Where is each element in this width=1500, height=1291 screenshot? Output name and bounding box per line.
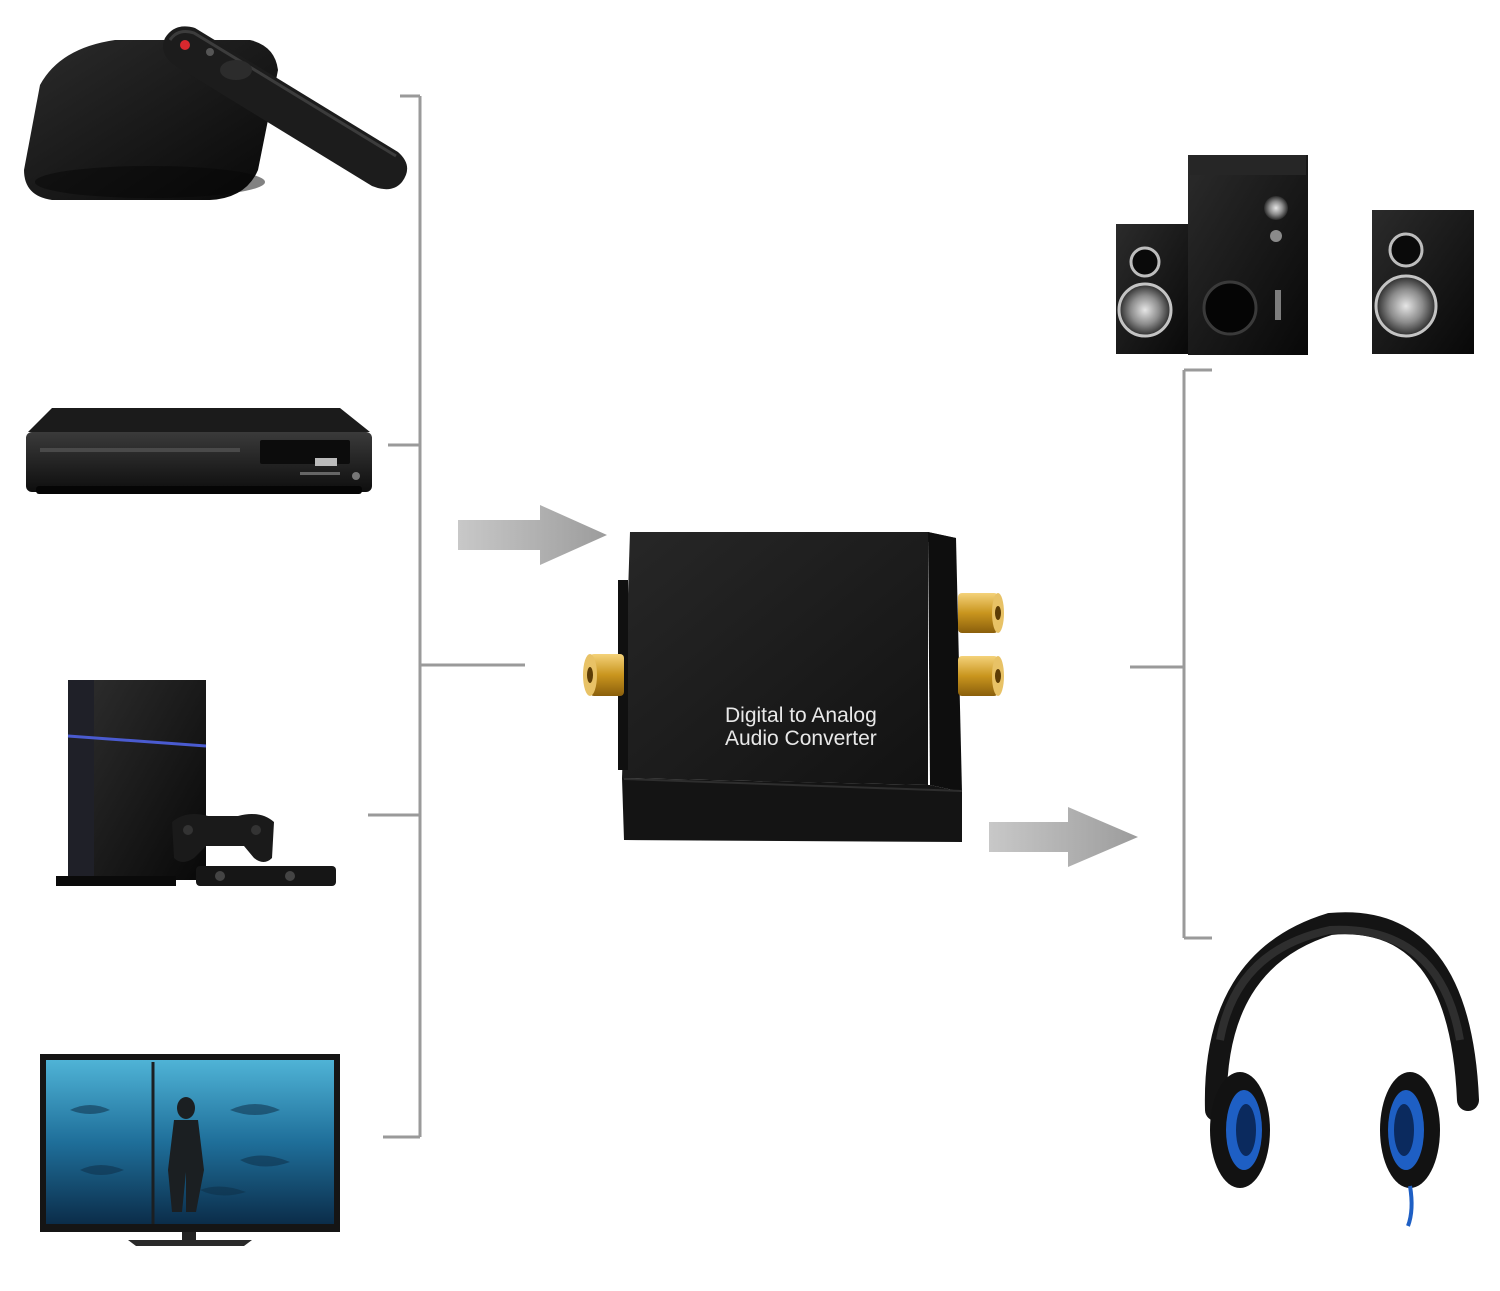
rca-output-right-connector xyxy=(958,593,1004,633)
headphones-icon xyxy=(1210,923,1468,1226)
converter-device: Digital to Analog Audio Converter xyxy=(583,532,1004,842)
converter-label-line1: Digital to Analog xyxy=(725,704,877,727)
tv-box-icon xyxy=(24,26,407,200)
gamepad-icon xyxy=(172,814,274,862)
output-arrow xyxy=(989,807,1138,867)
television-icon xyxy=(40,1054,340,1246)
speaker-system-icon xyxy=(1116,155,1474,355)
left-earcup-icon xyxy=(1210,1072,1270,1188)
input-arrow xyxy=(458,505,607,565)
output-bracket xyxy=(1130,370,1212,938)
right-earcup-icon xyxy=(1380,1072,1440,1188)
source-bracket xyxy=(368,96,525,1137)
game-console-icon xyxy=(56,680,336,886)
converter-label-line2: Audio Converter xyxy=(725,727,877,750)
coaxial-input-connector xyxy=(583,654,624,696)
camera-bar-icon xyxy=(196,866,336,886)
dvd-player-icon xyxy=(26,408,372,494)
rca-output-left-connector xyxy=(958,656,1004,696)
